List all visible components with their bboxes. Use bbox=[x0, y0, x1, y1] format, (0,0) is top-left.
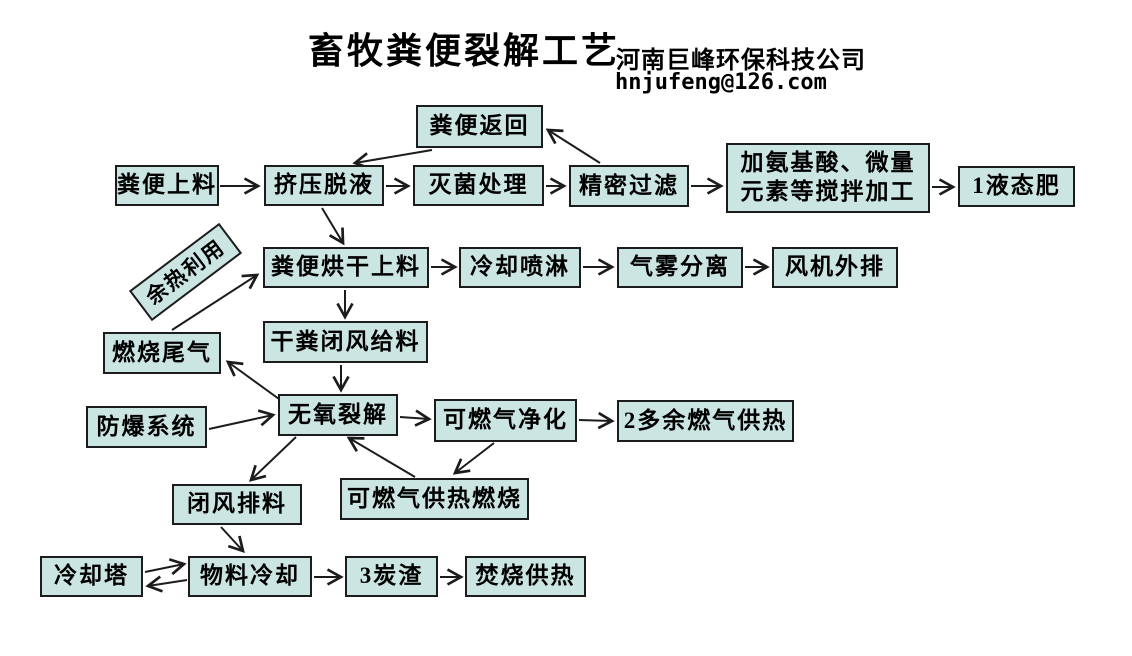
node-dry-manure-airlock-feed: 干粪闭风给料 bbox=[263, 321, 428, 363]
arrow-gas-purify-to-gas-combustion bbox=[452, 442, 495, 475]
node-precision-filter: 精密过滤 bbox=[569, 165, 689, 207]
node-excess-gas-heating: 2多余燃气供热 bbox=[617, 400, 794, 442]
arrow-filter-to-manure-return bbox=[545, 128, 601, 164]
arrow-pyrolysis-to-gas-purify bbox=[399, 409, 432, 427]
node-fan-exhaust: 风机外排 bbox=[772, 247, 898, 288]
arrow-manure-return-to-extrusion bbox=[352, 149, 433, 170]
node-cooling-tower: 冷却塔 bbox=[40, 556, 143, 597]
arrow-explosion-proof-to-pyrolysis bbox=[208, 409, 276, 430]
node-amino-mix-line1: 加氨基酸、微量 bbox=[740, 150, 916, 176]
company-email: hnjufeng@126.com bbox=[615, 70, 827, 95]
node-amino-mix-line2: 元素等搅拌加工 bbox=[740, 179, 916, 204]
arrow-cooling-tower-to-material bbox=[144, 558, 187, 576]
node-cooling-spray: 冷却喷淋 bbox=[459, 247, 581, 288]
node-gas-heating-combustion: 可燃气供热燃烧 bbox=[340, 478, 529, 520]
node-liquid-fertilizer: 1液态肥 bbox=[958, 166, 1075, 207]
node-manure-return: 粪便返回 bbox=[416, 105, 543, 148]
arrow-discharge-to-material-cooling bbox=[220, 526, 245, 554]
arrow-material-to-cooling-tower bbox=[145, 575, 188, 593]
node-drying-feed: 粪便烘干上料 bbox=[263, 247, 429, 288]
node-char-residue: 3炭渣 bbox=[345, 556, 438, 597]
node-explosion-proof: 防爆系统 bbox=[86, 406, 207, 448]
node-manure-feed: 粪便上料 bbox=[115, 165, 219, 206]
arrow-pyrolysis-to-tail-gas bbox=[225, 360, 280, 400]
arrow-tail-gas-to-drying-feed bbox=[171, 273, 260, 331]
node-incineration-heating: 焚烧供热 bbox=[465, 556, 586, 597]
node-airlock-discharge: 闭风排料 bbox=[172, 484, 302, 525]
node-gas-purification: 可燃气净化 bbox=[434, 399, 577, 442]
node-combustion-tail-gas: 燃烧尾气 bbox=[103, 332, 221, 374]
node-anaerobic-pyrolysis: 无氧裂解 bbox=[278, 394, 398, 436]
company-name: 河南巨峰环保科技公司 bbox=[616, 48, 866, 74]
node-sterilization: 灭菌处理 bbox=[413, 165, 544, 206]
node-extrusion-dewater: 挤压脱液 bbox=[264, 165, 384, 206]
node-material-cooling: 物料冷却 bbox=[188, 556, 312, 597]
arrow-extrusion-to-drying-feed bbox=[321, 207, 345, 246]
arrow-gas-combustion-to-pyrolysis bbox=[346, 436, 416, 478]
arrow-pyrolysis-to-discharge bbox=[248, 436, 297, 482]
page-title: 畜牧粪便裂解工艺 bbox=[308, 31, 621, 71]
node-amino-mix: 加氨基酸、微量 元素等搅拌加工 bbox=[726, 143, 930, 213]
arrow-gas-purify-to-excess-gas bbox=[578, 411, 615, 430]
node-mist-separation: 气雾分离 bbox=[617, 247, 743, 288]
